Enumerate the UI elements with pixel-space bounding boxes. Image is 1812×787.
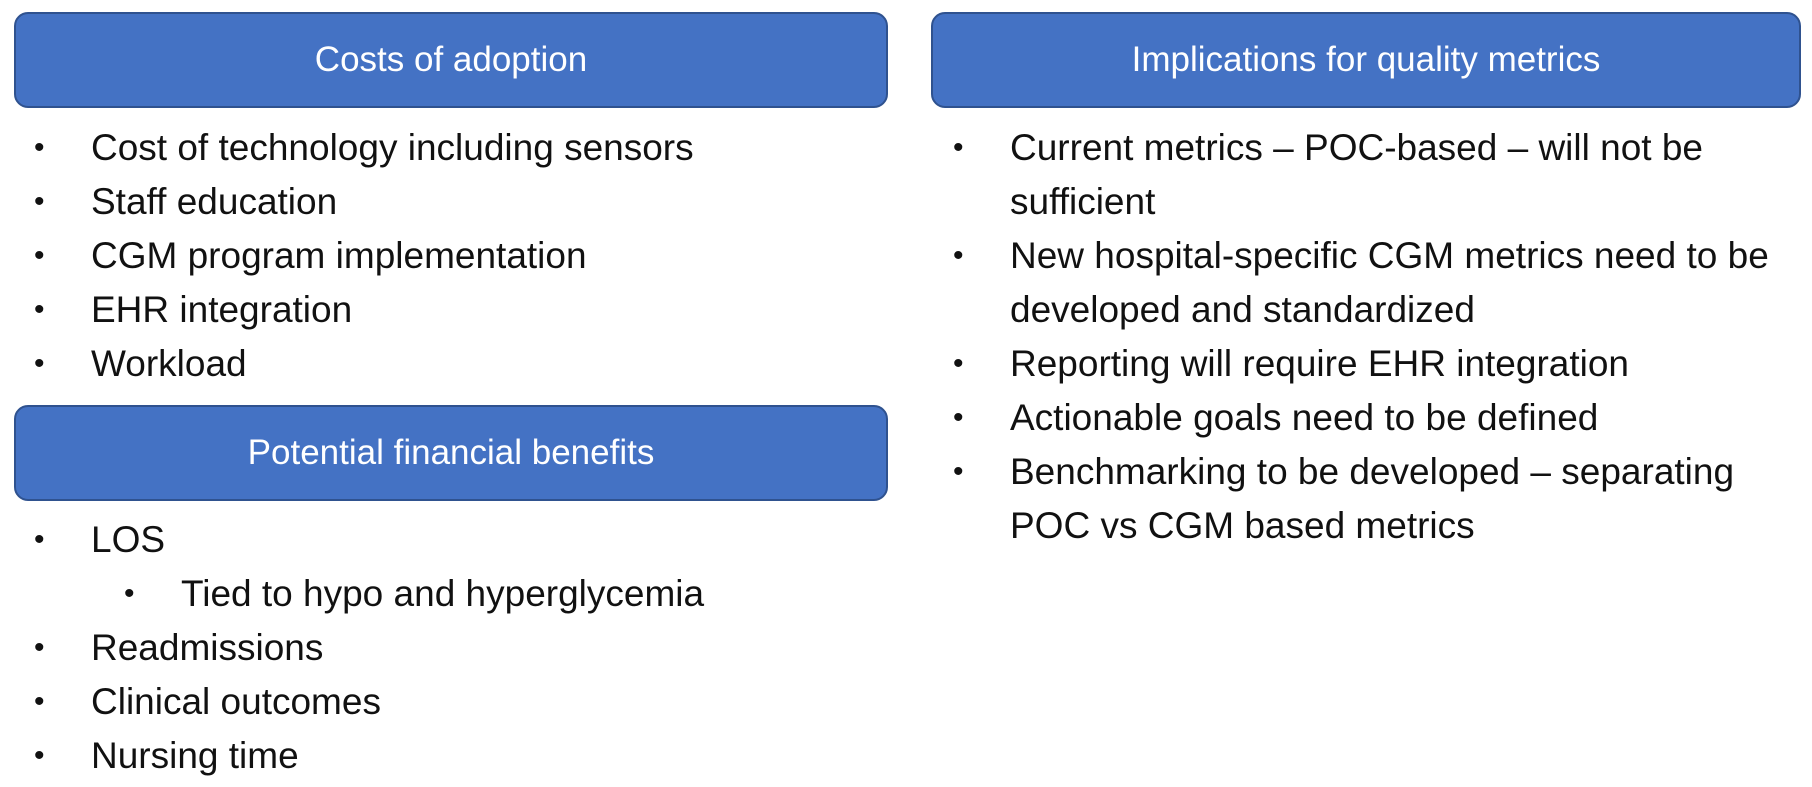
list-item: Benchmarking to be developed – separatin… — [935, 445, 1795, 553]
list-item: Readmissions — [16, 621, 886, 675]
quality-metrics-list: Current metrics – POC-based – will not b… — [935, 121, 1795, 553]
list-item: Current metrics – POC-based – will not b… — [935, 121, 1795, 229]
list-item: EHR integration — [16, 283, 886, 337]
list-item: CGM program implementation — [16, 229, 886, 283]
list-item: LOS — [16, 513, 886, 567]
list-item: Nursing time — [16, 729, 886, 783]
list-item: Actionable goals need to be defined — [935, 391, 1795, 445]
costs-of-adoption-title: Costs of adoption — [314, 40, 588, 79]
financial-benefits-header: Potential financial benefits — [14, 405, 888, 501]
financial-benefits-title: Potential financial benefits — [247, 433, 655, 472]
quality-metrics-title: Implications for quality metrics — [1131, 40, 1601, 79]
list-item: Reporting will require EHR integration — [935, 337, 1795, 391]
sub-list-item: Tied to hypo and hyperglycemia — [16, 567, 886, 621]
list-item: Clinical outcomes — [16, 675, 886, 729]
costs-of-adoption-header: Costs of adoption — [14, 12, 888, 108]
list-item: New hospital-specific CGM metrics need t… — [935, 229, 1795, 337]
list-item: Workload — [16, 337, 886, 391]
quality-metrics-header: Implications for quality metrics — [931, 12, 1801, 108]
financial-benefits-list: LOS Tied to hypo and hyperglycemia Readm… — [16, 513, 886, 783]
list-item: Staff education — [16, 175, 886, 229]
costs-of-adoption-list: Cost of technology including sensors Sta… — [16, 121, 886, 391]
list-item: Cost of technology including sensors — [16, 121, 886, 175]
